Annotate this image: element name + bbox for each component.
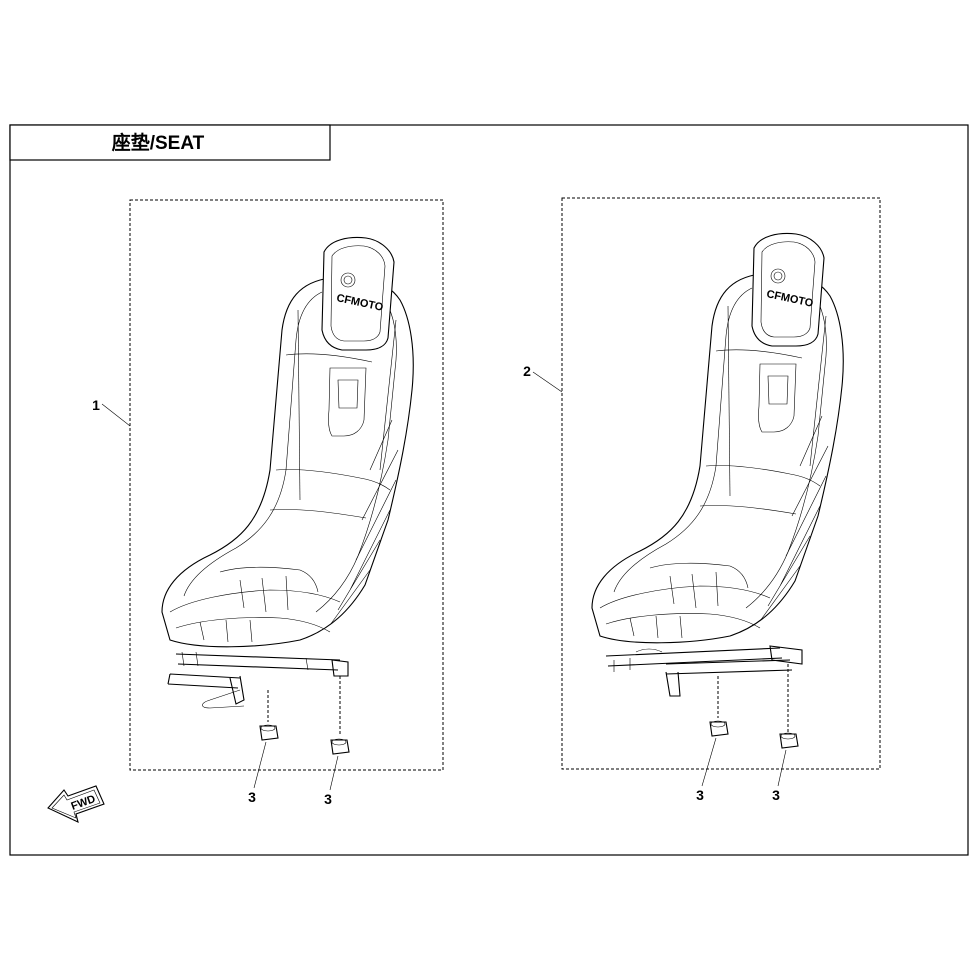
seat-left: CFMOTO [161,236,414,755]
seat-group-right-box [561,197,881,770]
nut-right-b [779,732,799,749]
svg-text:3: 3 [248,789,256,805]
callout-2: 2 [523,363,563,393]
callout-3-left-a: 3 [248,741,267,805]
callout-3-left-b: 3 [324,755,339,807]
svg-text:3: 3 [324,791,332,807]
seat-group-left-box [129,199,444,771]
nut-left-b [330,738,350,755]
seat-right: CFMOTO [591,232,844,749]
svg-text:2: 2 [523,363,531,379]
title-box: 座垫/SEAT [9,124,331,161]
callout-1: 1 [92,397,131,427]
callout-3-right-a: 3 [696,737,717,803]
callout-3-right-b: 3 [772,749,787,803]
svg-text:1: 1 [92,397,100,413]
svg-text:3: 3 [772,787,780,803]
page-title: 座垫/SEAT [112,131,205,154]
svg-text:3: 3 [696,787,704,803]
fwd-arrow-icon: FWD [47,785,105,823]
nut-left-a [259,724,279,741]
nut-right-a [709,720,729,737]
